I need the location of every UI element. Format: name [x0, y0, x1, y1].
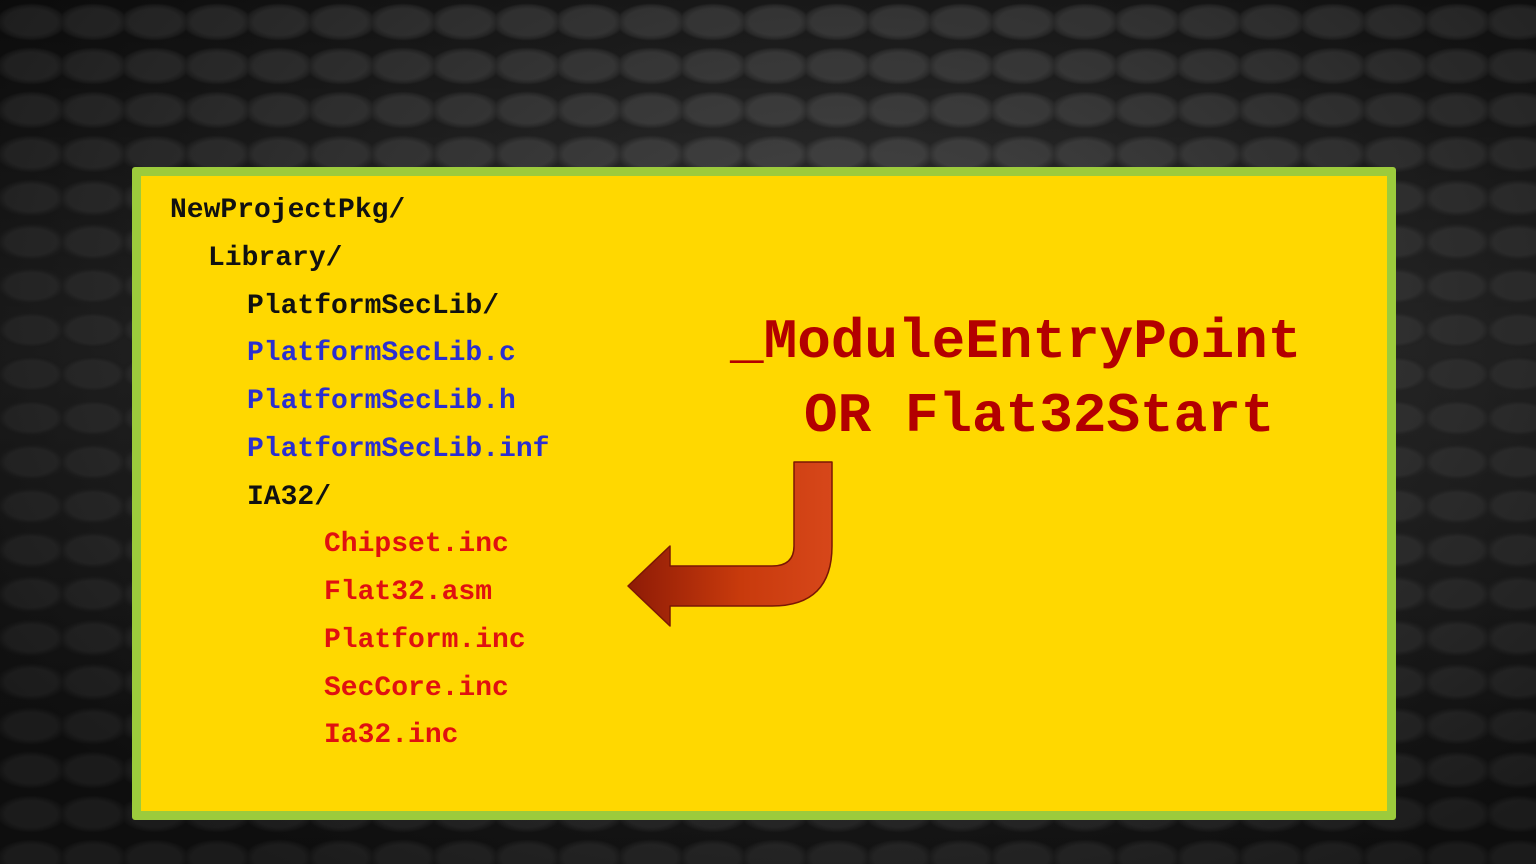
tree-file-inf: PlatformSecLib.inf	[247, 434, 550, 465]
tree-file-chipset: Chipset.inc	[324, 529, 509, 560]
tree-file-ia32: Ia32.inc	[324, 720, 459, 751]
tree-ia32-dir: IA32/	[247, 482, 332, 513]
tree-platform-sec-lib-dir: PlatformSecLib/	[247, 291, 500, 322]
tree-library: Library/	[208, 243, 343, 274]
curved-arrow-left-icon	[627, 461, 833, 627]
tree-file-seccore: SecCore.inc	[324, 673, 509, 704]
tree-file-c: PlatformSecLib.c	[247, 338, 516, 369]
tree-file-flat32: Flat32.asm	[324, 577, 493, 608]
tree-file-h: PlatformSecLib.h	[247, 386, 516, 417]
tree-root: NewProjectPkg/	[170, 195, 406, 226]
content-panel	[132, 167, 1396, 820]
callout-line-2: OR Flat32Start	[804, 384, 1275, 448]
tree-file-platform: Platform.inc	[324, 625, 526, 656]
callout-line-1: _ModuleEntryPoint	[730, 310, 1302, 374]
